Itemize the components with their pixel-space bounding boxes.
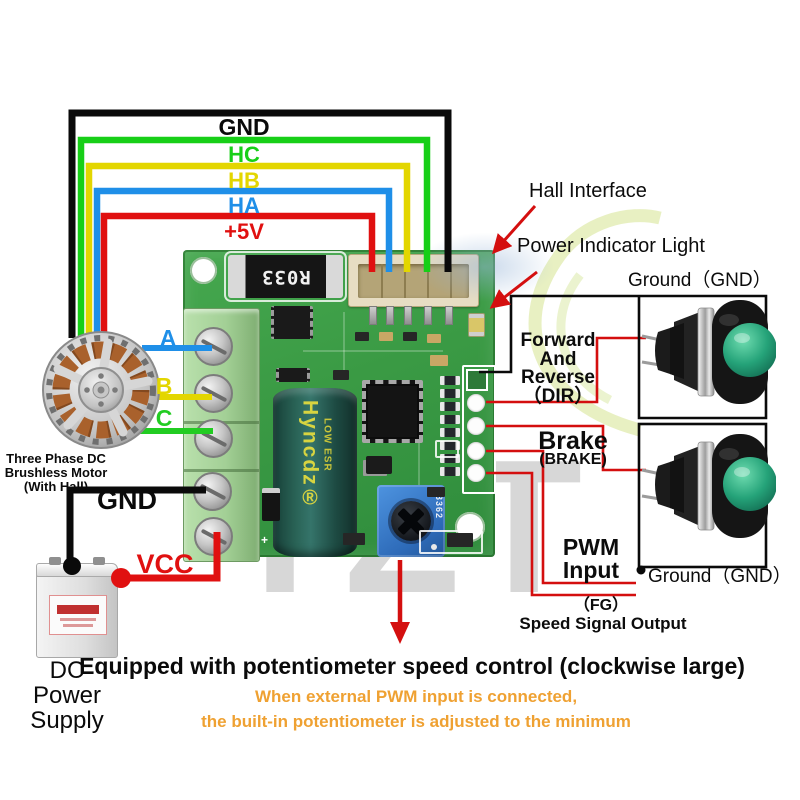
decorative-smudge <box>415 232 555 302</box>
wire-hb-yellow <box>85 162 411 338</box>
power-led <box>468 313 485 337</box>
connector-pin <box>445 306 453 325</box>
diode <box>262 488 280 521</box>
connector-pin <box>404 306 412 325</box>
pcb-board: R033 Hyncdz® LOW ESR 3362 <box>183 250 496 562</box>
terminal-screw-b[interactable] <box>194 374 233 413</box>
wire-5v-red <box>100 212 376 338</box>
smd-component <box>333 370 349 380</box>
fg-pad <box>467 464 485 482</box>
pwm-pad <box>467 442 485 460</box>
wire-gnd-black <box>68 109 452 338</box>
speed-potentiometer[interactable]: 3362 <box>377 485 445 557</box>
electrolytic-capacitor: Hyncdz® LOW ESR <box>273 388 357 557</box>
dir-pad <box>467 394 485 412</box>
connector-pin <box>369 306 377 325</box>
vcc-terminal-dot <box>111 568 131 588</box>
wire-ground-box-1 <box>479 294 768 420</box>
smd-component <box>403 332 417 341</box>
hall-arrow <box>492 205 537 255</box>
brake-push-button[interactable] <box>636 430 776 542</box>
smd-component <box>379 332 393 341</box>
smd-component <box>427 487 445 497</box>
potentiometer-arrowhead <box>390 622 410 644</box>
transistor <box>366 456 392 474</box>
shunt-resistor: R033 <box>224 251 347 302</box>
wire-pwm <box>486 449 636 585</box>
smd-component <box>447 533 473 547</box>
wire-ha-blue <box>93 187 393 338</box>
smd-component <box>430 355 448 366</box>
terminal-screw-gnd[interactable] <box>193 472 232 511</box>
gnd-terminal-dot <box>63 557 81 575</box>
wire-fg <box>486 471 636 597</box>
brake-pad <box>467 417 485 435</box>
terminal-screw-c[interactable] <box>194 419 233 458</box>
wire-brake <box>486 424 646 472</box>
wire-dir <box>486 336 646 404</box>
dir-push-button[interactable] <box>636 296 776 408</box>
wire-hc-green <box>77 136 431 338</box>
capacitor-subtext: LOW ESR <box>321 418 333 472</box>
wire-gnd-supply <box>66 486 206 562</box>
mcu-chip <box>362 380 423 443</box>
polarity-mark: + <box>261 533 269 547</box>
connector-pin <box>424 306 432 325</box>
ground-junction-dot <box>636 565 646 575</box>
connector-pin <box>386 306 394 325</box>
wire-vcc-supply <box>126 532 221 582</box>
smd-component <box>427 334 441 343</box>
potentiometer-text: 3362 <box>434 495 444 520</box>
brushless-motor <box>42 331 160 449</box>
power-led-arrow <box>489 270 538 309</box>
capacitor-text: Hyncdz® <box>298 400 322 512</box>
signal-pad-box <box>462 365 496 494</box>
mounting-hole <box>190 257 217 284</box>
smd-component <box>343 533 365 545</box>
ground-pad <box>466 369 488 391</box>
ic-chip <box>271 306 313 339</box>
ic-chip <box>276 368 310 382</box>
battery-label <box>49 595 107 635</box>
smd-component <box>355 332 369 341</box>
